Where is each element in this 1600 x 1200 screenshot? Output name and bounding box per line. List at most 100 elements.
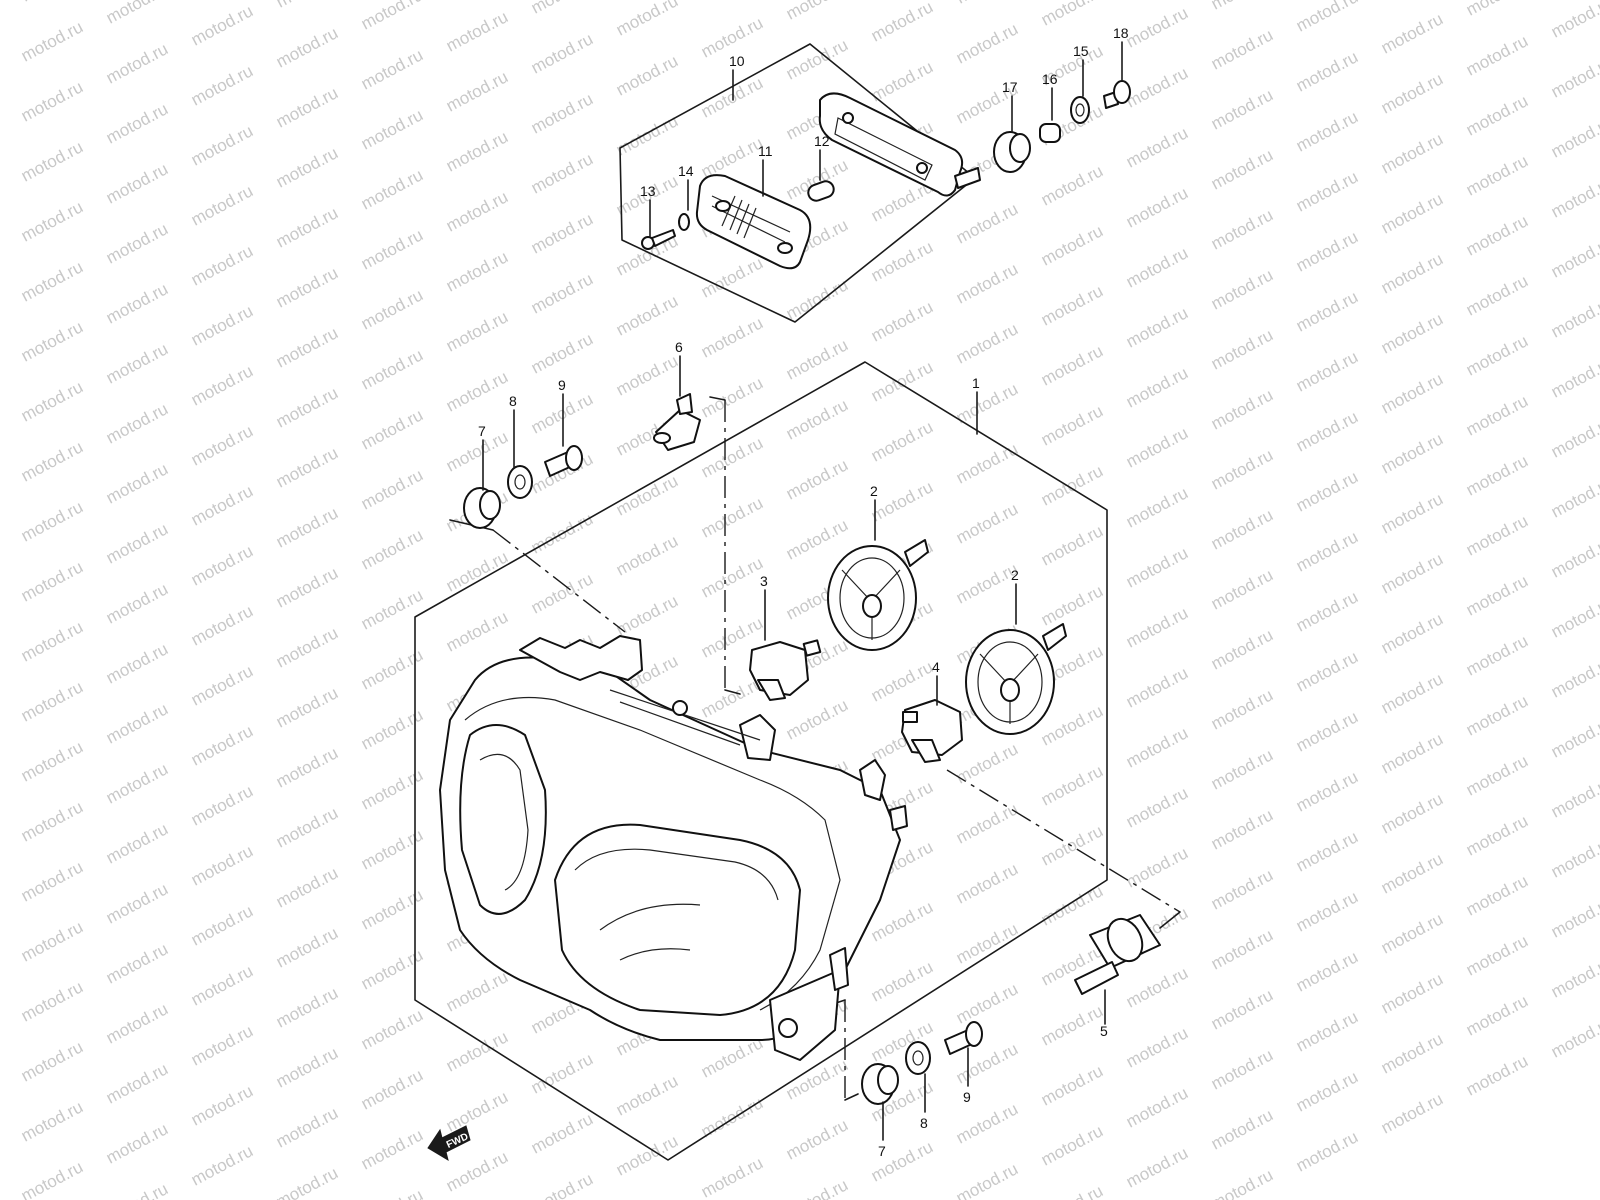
license-lamp-lens [695, 174, 812, 270]
watermark-text: motod.ru [443, 7, 511, 55]
watermark-text: motod.ru [103, 999, 171, 1047]
socket-cover-upper [827, 539, 929, 651]
watermark-text: motod.ru [358, 105, 426, 153]
watermark-text: motod.ru [868, 237, 936, 285]
watermark-text: motod.ru [1038, 401, 1106, 449]
watermark-text: motod.ru [1208, 205, 1276, 253]
watermark-text: motod.ru [1293, 1127, 1361, 1175]
bolt-9-lower [944, 1021, 983, 1055]
watermark-text: motod.ru [613, 591, 681, 639]
license-lamp-bracket [818, 92, 981, 197]
watermark-text: motod.ru [358, 525, 426, 573]
watermark-text: motod.ru [1378, 369, 1446, 417]
bolt-9-upper [544, 445, 583, 477]
watermark-text: motod.ru [1123, 783, 1191, 831]
watermark-text: motod.ru [273, 1163, 341, 1200]
watermark-text: motod.ru [953, 439, 1021, 487]
watermark-text: motod.ru [1548, 1013, 1600, 1061]
watermark-text: motod.ru [358, 645, 426, 693]
watermark-text: motod.ru [868, 57, 936, 105]
watermark-text: motod.ru [1038, 521, 1106, 569]
watermark-text: motod.ru [1293, 227, 1361, 275]
callout-3: 3 [760, 573, 768, 589]
watermark-text: motod.ru [273, 983, 341, 1031]
watermark-text: motod.ru [358, 945, 426, 993]
watermark-text: motod.ru [1463, 91, 1531, 139]
watermark-text: motod.ru [698, 493, 766, 541]
watermark-text: motod.ru [783, 1175, 851, 1200]
watermark-text: motod.ru [188, 1081, 256, 1129]
watermark-text: motod.ru [273, 323, 341, 371]
watermark-text: motod.ru [1378, 489, 1446, 537]
watermark-text: motod.ru [358, 165, 426, 213]
watermark-text: motod.ru [953, 319, 1021, 367]
watermark-text: motod.ru [698, 373, 766, 421]
screw-13 [641, 229, 676, 250]
watermark-text: motod.ru [188, 541, 256, 589]
watermark-text: motod.ru [273, 0, 341, 12]
watermark-text: motod.ru [1123, 63, 1191, 111]
watermark-text: motod.ru [1123, 603, 1191, 651]
watermark-text: motod.ru [1208, 1045, 1276, 1093]
watermark-text: motod.ru [188, 841, 256, 889]
watermark-text: motod.ru [868, 477, 936, 525]
callout-1: 1 [972, 375, 980, 391]
watermark-text: motod.ru [1378, 69, 1446, 117]
watermark-text: motod.ru [698, 0, 766, 2]
watermark-text: motod.ru [783, 1115, 851, 1163]
watermark-text: motod.ru [358, 825, 426, 873]
watermark-text: motod.ru [358, 765, 426, 813]
watermark-text: motod.ru [783, 695, 851, 743]
watermark-text: motod.ru [273, 143, 341, 191]
watermark-text: motod.ru [1123, 303, 1191, 351]
headlamp-unit [439, 635, 908, 1061]
watermark-text: motod.ru [188, 661, 256, 709]
watermark-text: motod.ru [1293, 47, 1361, 95]
watermark-text: motod.ru [1293, 347, 1361, 395]
watermark-text: motod.ru [1463, 631, 1531, 679]
watermark-text: motod.ru [1378, 729, 1446, 777]
callout-18: 18 [1113, 25, 1129, 41]
callout-4: 4 [932, 659, 940, 675]
watermark-text: motod.ru [358, 45, 426, 93]
watermark-text: motod.ru [953, 259, 1021, 307]
watermark-text: motod.ru [1208, 625, 1276, 673]
watermark-text: motod.ru [1208, 265, 1276, 313]
watermark-text: motod.ru [1123, 243, 1191, 291]
watermark-text: motod.ru [18, 257, 86, 305]
callout-2-lower: 2 [1011, 567, 1019, 583]
watermark-text: motod.ru [1208, 805, 1276, 853]
watermark-text: motod.ru [1293, 947, 1361, 995]
watermark-text: motod.ru [1463, 811, 1531, 859]
watermark-text: motod.ru [18, 137, 86, 185]
watermark-text: motod.ru [188, 361, 256, 409]
watermark-text: motod.ru [18, 1037, 86, 1085]
watermark-text: motod.ru [1463, 511, 1531, 559]
watermark-text: motod.ru [528, 149, 596, 197]
callout-8-upper: 8 [509, 393, 517, 409]
watermark-text: motod.ru [1293, 167, 1361, 215]
watermark-text: motod.ru [698, 73, 766, 121]
callout-6: 6 [675, 339, 683, 355]
watermark-text: motod.ru [1548, 113, 1600, 161]
watermark-text: motod.ru [358, 405, 426, 453]
watermark-text: motod.ru [1208, 1165, 1276, 1200]
watermark-text: motod.ru [443, 187, 511, 235]
watermark-text: motod.ru [18, 1097, 86, 1145]
watermark-text: motod.ru [18, 1157, 86, 1200]
watermark-text: motod.ru [103, 219, 171, 267]
watermark-text: motod.ru [18, 797, 86, 845]
watermark-text: motod.ru [783, 275, 851, 323]
watermark-text: motod.ru [103, 39, 171, 87]
watermark-text: motod.ru [1293, 1067, 1361, 1115]
watermark-text: motod.ru [358, 1185, 426, 1200]
callout-13: 13 [640, 183, 656, 199]
upper-leader-lines [649, 41, 1123, 237]
watermark-text: motod.ru [1208, 445, 1276, 493]
watermark-text: motod.ru [188, 301, 256, 349]
assembly-outline-1 [414, 361, 1108, 1161]
watermark-text: motod.ru [1378, 909, 1446, 957]
halogen-bulb-5 [1074, 914, 1161, 995]
watermark-text: motod.ru [1123, 3, 1191, 51]
watermark-text: motod.ru [698, 253, 766, 301]
